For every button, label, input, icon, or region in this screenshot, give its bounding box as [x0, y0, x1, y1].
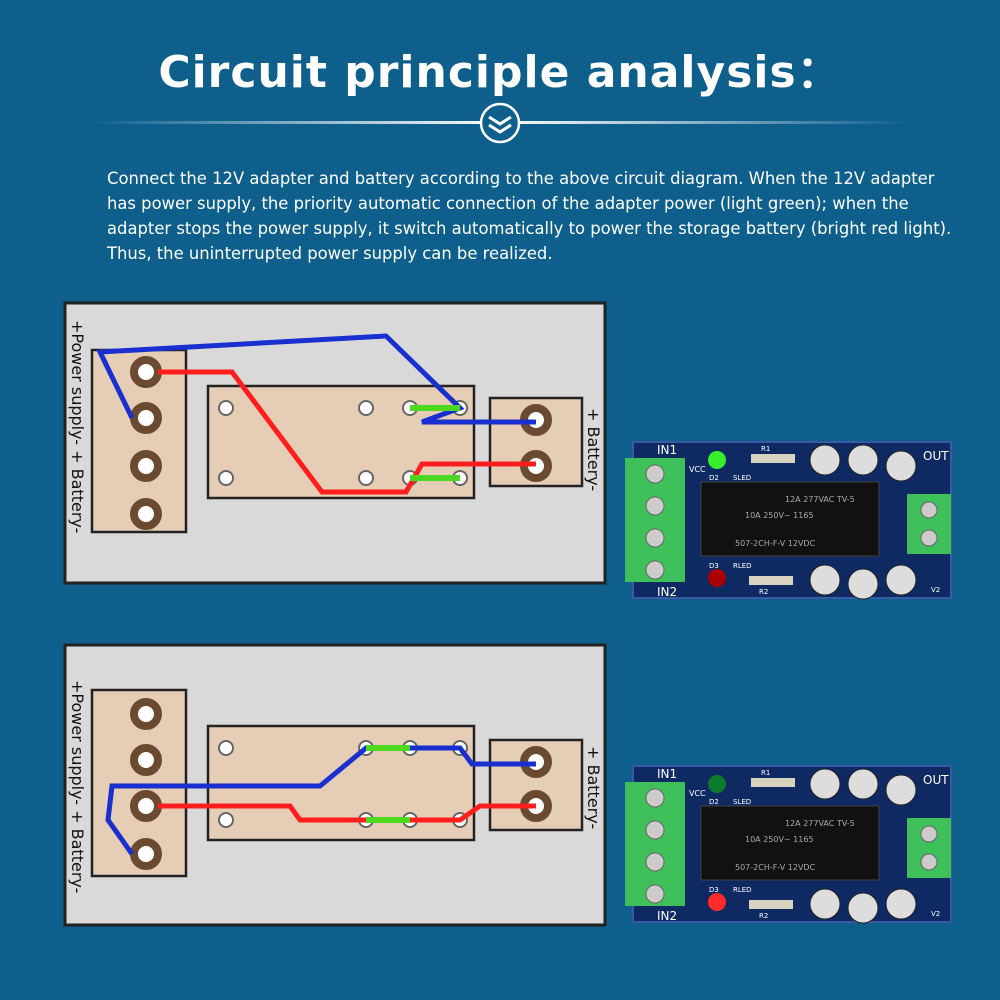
terminal-screw — [920, 529, 938, 547]
relay — [700, 481, 880, 557]
out-label: OUT — [923, 773, 949, 787]
page-title: Circuit principle analysis： — [158, 47, 842, 98]
d2-label: D2 — [709, 798, 719, 806]
capacitor — [885, 888, 917, 920]
relay-pin — [358, 470, 374, 486]
negative-wire — [96, 333, 536, 425]
terminal-screw — [130, 356, 162, 388]
positive-wire — [158, 369, 536, 495]
relay-pin — [218, 400, 234, 416]
v2-label: V2 — [931, 910, 940, 918]
out-label: OUT — [923, 449, 949, 463]
relay-block — [206, 384, 476, 500]
relay-marking: 12A 277VAC TV-5 — [785, 819, 855, 828]
rled-label: RLED — [733, 886, 752, 894]
capacitor — [809, 564, 841, 596]
terminal-screw — [130, 450, 162, 482]
terminal-screw — [645, 852, 665, 872]
title-divider — [90, 102, 910, 144]
green-led-indicator — [708, 451, 726, 469]
terminal-screw — [130, 790, 162, 822]
terminal-screw — [920, 853, 938, 871]
v2-label: V2 — [931, 586, 940, 594]
relay-pin — [358, 400, 374, 416]
r1-label: R1 — [761, 769, 770, 777]
sled-label: SLED — [733, 474, 751, 482]
wiring-diagram-battery-mode: +Power supply- + Battery- + Battery- — [63, 643, 607, 927]
in2-label: IN2 — [657, 909, 677, 923]
terminal-screw — [645, 528, 665, 548]
capacitor — [847, 568, 879, 600]
red-led-indicator — [708, 893, 726, 911]
left-terminal-label: +Power supply- + Battery- — [68, 320, 87, 533]
d2-label: D2 — [709, 474, 719, 482]
capacitor — [809, 768, 841, 800]
terminal-screw — [645, 560, 665, 580]
terminal-screw — [130, 838, 162, 870]
terminal-screw — [645, 820, 665, 840]
terminal-screw — [130, 402, 162, 434]
resistor — [749, 576, 793, 585]
terminal-screw — [130, 744, 162, 776]
r1-label: R1 — [761, 445, 770, 453]
red-led-indicator — [708, 569, 726, 587]
capacitor — [809, 888, 841, 920]
terminal-screw — [645, 884, 665, 904]
in1-label: IN1 — [657, 767, 677, 781]
capacitor — [885, 450, 917, 482]
relay-marking: 10A 250V~ 1165 — [745, 835, 814, 844]
relay-module-photo-adapter: IN1 IN2 VCC OUT 12A 277VAC TV-5 10A 250V… — [625, 441, 952, 600]
right-terminal-label: + Battery- — [584, 746, 603, 829]
vcc-label: VCC — [689, 789, 706, 798]
capacitor — [847, 444, 879, 476]
terminal-screw — [645, 496, 665, 516]
relay-marking: 507-2CH-F-V 12VDC — [735, 539, 816, 548]
relay-pin — [218, 812, 234, 828]
left-terminal-label: +Power supply- + Battery- — [68, 680, 87, 893]
relay-module-photo-battery: IN1 IN2 VCC OUT 12A 277VAC TV-5 10A 250V… — [625, 765, 952, 924]
relay-marking: 507-2CH-F-V 12VDC — [735, 863, 816, 872]
vcc-label: VCC — [689, 465, 706, 474]
terminal-screw — [645, 788, 665, 808]
chevron-down-icon — [479, 102, 521, 144]
terminal-screw — [130, 698, 162, 730]
sled-label: SLED — [733, 798, 751, 806]
r2-label: R2 — [759, 588, 768, 596]
resistor — [751, 778, 795, 787]
relay-marking: 12A 277VAC TV-5 — [785, 495, 855, 504]
d3-label: D3 — [709, 886, 719, 894]
relay-block — [206, 724, 476, 842]
in2-label: IN2 — [657, 585, 677, 599]
relay-marking: 10A 250V~ 1165 — [745, 511, 814, 520]
relay-pin — [218, 470, 234, 486]
resistor — [751, 454, 795, 463]
wiring-diagram-adapter-mode: +Power supply- + Battery- + Battery- — [63, 301, 607, 585]
right-terminal-label: + Battery- — [584, 408, 603, 491]
relay — [700, 805, 880, 881]
terminal-screw — [920, 501, 938, 519]
capacitor — [885, 564, 917, 596]
capacitor — [847, 768, 879, 800]
capacitor — [885, 774, 917, 806]
d3-label: D3 — [709, 562, 719, 570]
capacitor — [847, 892, 879, 924]
green-led-indicator — [708, 775, 726, 793]
description-text: Connect the 12V adapter and battery acco… — [107, 169, 952, 263]
capacitor — [809, 444, 841, 476]
r2-label: R2 — [759, 912, 768, 920]
resistor — [749, 900, 793, 909]
terminal-screw — [645, 464, 665, 484]
rled-label: RLED — [733, 562, 752, 570]
relay-pin — [218, 740, 234, 756]
terminal-screw — [130, 498, 162, 530]
terminal-screw — [920, 825, 938, 843]
in1-label: IN1 — [657, 443, 677, 457]
